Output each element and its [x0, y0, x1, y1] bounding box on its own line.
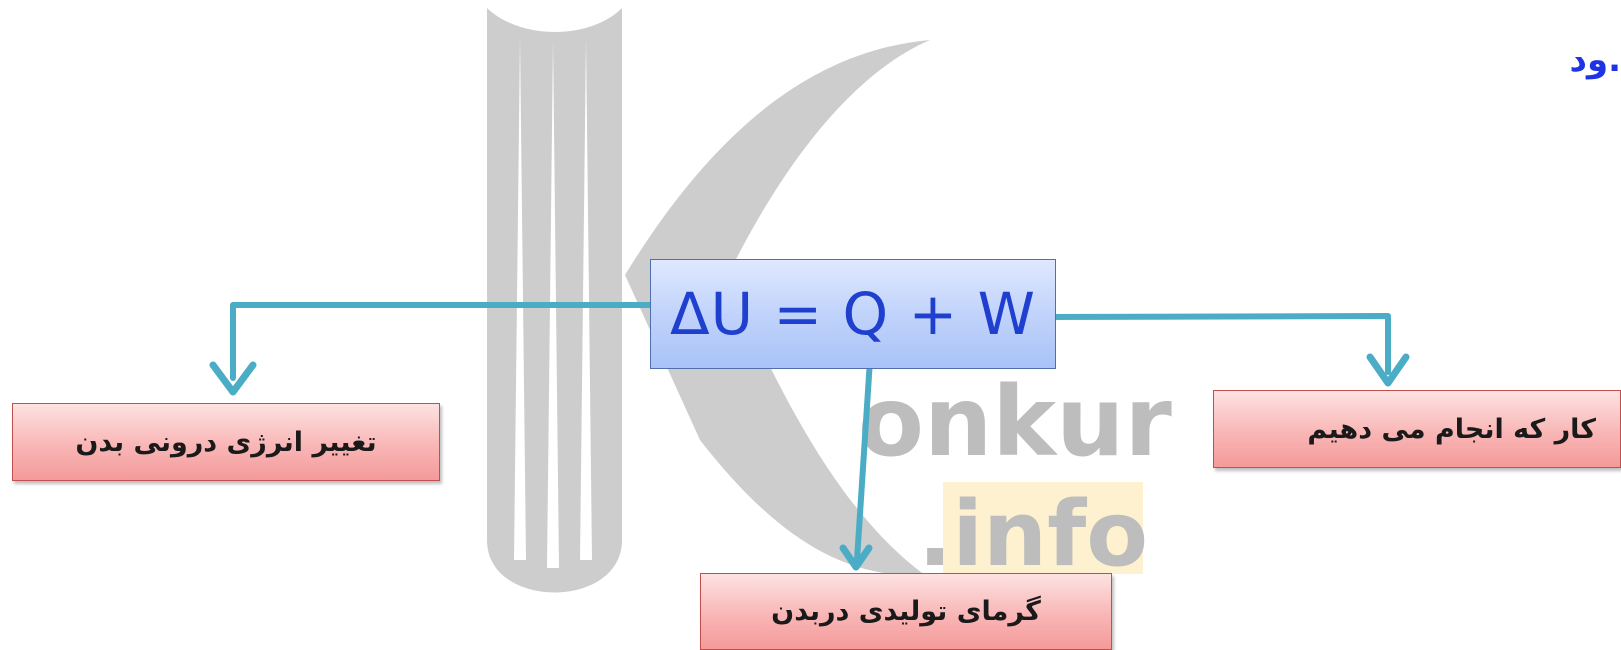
watermark-info-bg [943, 482, 1143, 574]
work-label-box: کار که انجام می دهیم [1213, 390, 1621, 468]
watermark-stem-stripe [580, 38, 592, 560]
watermark-k-arm [625, 40, 930, 275]
connector-to-heat [854, 357, 873, 563]
equation-box: ΔU = Q + W [650, 259, 1056, 369]
work-label: کار که انجام می دهیم [1307, 413, 1596, 445]
watermark-onkur-text: onkur [858, 366, 1172, 478]
heat-label: گرمای تولیدی دربدن [771, 596, 1041, 627]
connector-to-internal-energy [230, 302, 671, 381]
connector-to-work [1038, 313, 1391, 375]
top-partial-text: .ود [1569, 40, 1621, 80]
arrowhead-heat [839, 544, 873, 571]
internal-energy-label-box: تغییر انرژی درونی بدن [12, 403, 440, 481]
watermark-info-text: .info [918, 482, 1148, 587]
equation-text: ΔU = Q + W [669, 280, 1037, 348]
watermark-stem-stripe [514, 38, 526, 560]
arrowhead-work [1366, 353, 1410, 387]
heat-label-box: گرمای تولیدی دربدن [700, 573, 1112, 650]
arrowhead-internal-energy [209, 361, 257, 396]
internal-energy-label: تغییر انرژی درونی بدن [75, 426, 377, 458]
